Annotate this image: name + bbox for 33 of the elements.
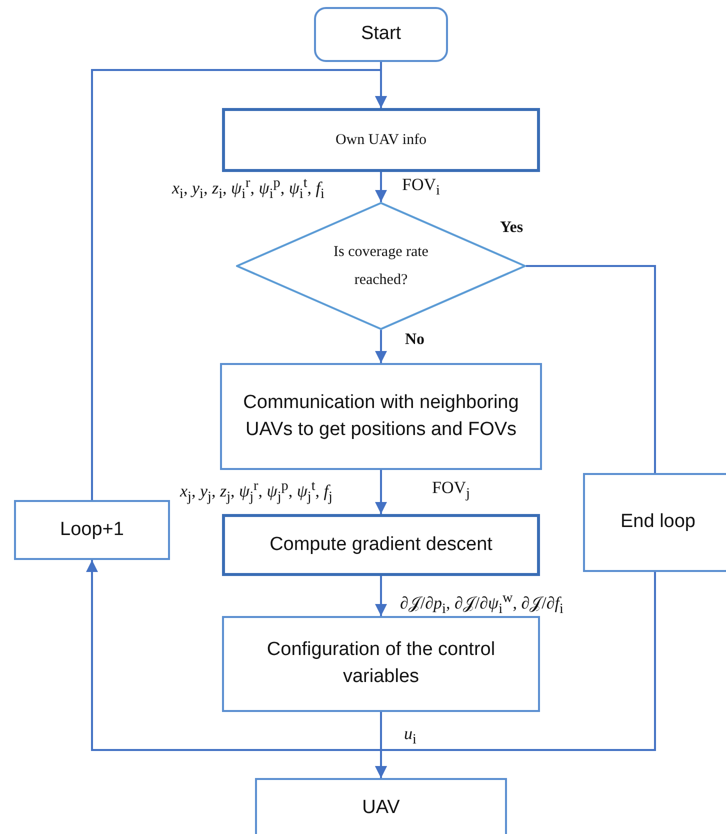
node-label: UAV: [362, 796, 400, 820]
variable-label: ∂𝒥/∂p$_{i}$, ∂𝒥/∂ψ$_{i}$$^{w}$, ∂𝒥/∂f$_{i}$: [400, 590, 564, 618]
node-label: Is coverage rate reached?: [332, 242, 430, 290]
process-box: [222, 108, 540, 172]
variable-label: x$_{i}$, y$_{i}$, z$_{i}$, ψ$_{i}$$^{r}$, ψ$_{i}$$^{p}$, ψ$_{i}$$^{t}$, f$_{i}$: [172, 175, 324, 204]
edge-label: Yes: [500, 219, 524, 237]
arrow: [375, 330, 387, 363]
variable-label: x$_{j}$, y$_{j}$, z$_{j}$, ψ$_{j}$$^{r}$, ψ$_{j}$$^{p}$, ψ$_{j}$$^{t}$, f$_{j}$: [180, 478, 332, 506]
terminal-box: [314, 7, 448, 62]
arrow: [91, 69, 387, 500]
arrow: [375, 470, 387, 514]
process-box: [583, 473, 726, 572]
edge-label: No: [405, 331, 425, 349]
node-label: Own UAV info: [335, 130, 427, 150]
arrow: [375, 572, 656, 778]
variable-label: FOV$_{i}$: [402, 175, 440, 200]
process-box: [222, 514, 540, 576]
node-label: Start: [360, 22, 402, 46]
node-label: End loop: [620, 510, 696, 534]
process-box: [222, 616, 540, 712]
node-label: Loop+1: [60, 518, 124, 542]
node-label: Compute gradient descent: [270, 532, 492, 557]
variable-label: u$_{i}$: [404, 724, 416, 748]
process-box: [14, 500, 170, 560]
arrow: [86, 560, 382, 751]
node-label: Configuration of the control variables: [266, 638, 496, 689]
variable-label: FOV$_{j}$: [432, 478, 470, 502]
arrow: [375, 576, 387, 616]
node-label: Communication with neighboring UAVs to get positions and FOVs: [242, 390, 520, 442]
arrow: [375, 172, 387, 202]
decision-diamond: [236, 202, 526, 330]
process-box: [220, 363, 542, 470]
process-box: [255, 778, 507, 834]
